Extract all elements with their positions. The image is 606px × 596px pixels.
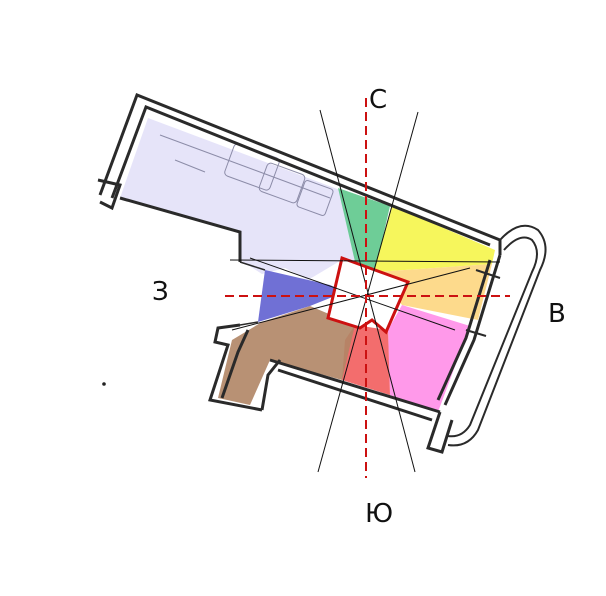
east-sector (375, 264, 492, 320)
west-label: З (152, 277, 169, 307)
fixture-sketch (159, 134, 334, 216)
south-east-sector (388, 305, 470, 412)
compass-axes (225, 98, 510, 478)
north-east-sector (370, 206, 495, 285)
east-label: В (548, 299, 566, 329)
stray-dot (102, 382, 106, 386)
north-label: С (369, 85, 387, 115)
south-west-sector (218, 306, 355, 405)
south-label: Ю (365, 499, 393, 529)
north-sector (338, 188, 390, 292)
sector-layer (120, 118, 495, 412)
north-west-sector (120, 118, 370, 280)
